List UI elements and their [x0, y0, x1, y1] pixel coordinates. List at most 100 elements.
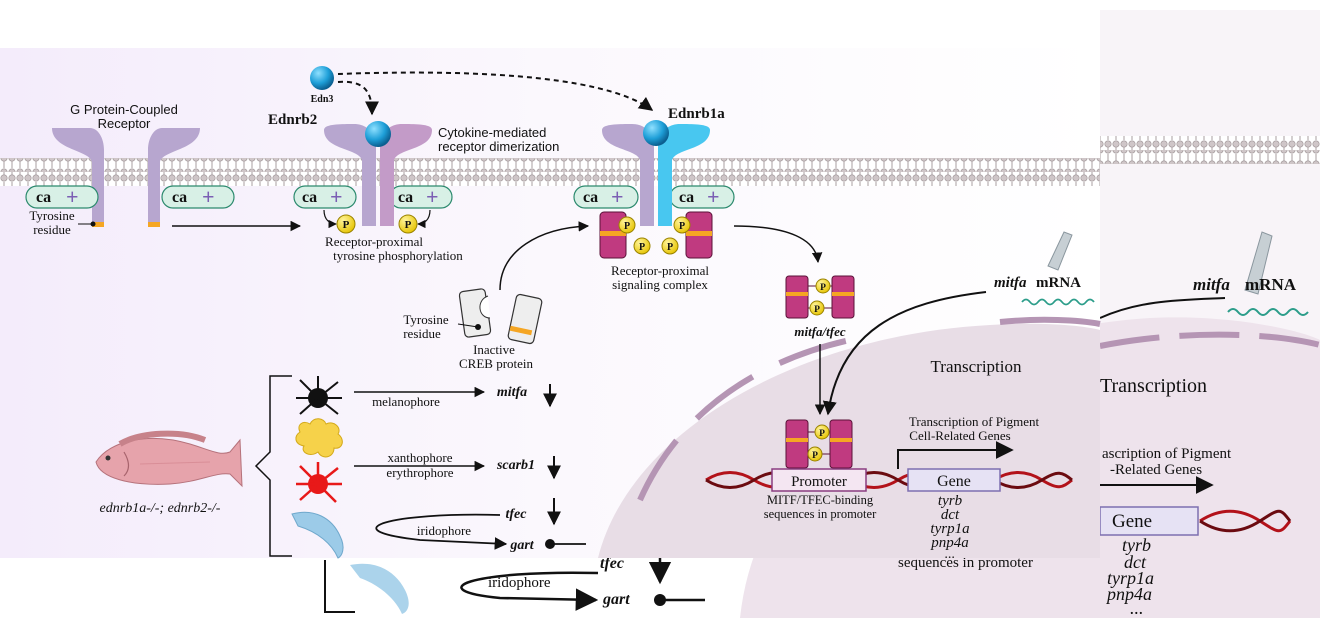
melanophore-cell-icon [296, 376, 342, 415]
gpcr-receptor: G Protein-Coupled Receptor Tyrosine resi… [29, 102, 200, 237]
phospho-icon [618, 216, 636, 234]
pigment-genes-line2: Cell-Related Genes [909, 428, 1010, 443]
plus-icon: + [66, 184, 79, 209]
ca-label: ca [679, 189, 694, 206]
ca-ion: ca + [25, 184, 99, 209]
ghost-gene-pnp4a: pnp4a [1105, 584, 1152, 604]
promoter-region: P P Promoter Gene Transcription of Pigme… [705, 414, 1073, 562]
tyrosine-residue-line2: residue [33, 222, 71, 237]
phospho-icon [398, 214, 418, 234]
phospho-label: P [667, 242, 673, 253]
calcium-ions: ca + ca + ca + ca + ca + [25, 184, 735, 209]
ghost-gart-label: gart [602, 591, 630, 608]
melanophore-label: melanophore [372, 394, 440, 409]
edn3-ball-icon [310, 66, 334, 90]
gpcr-label-line1: G Protein-Coupled [70, 102, 178, 117]
ghost-tfec-label: tfec [600, 555, 624, 572]
ghost-gene-tyrp1a: tyrp1a [1107, 568, 1154, 588]
ednrb2-receptor: Ednrb2 Cytokine-mediated receptor dimeri… [268, 112, 559, 263]
ghost-gene-dct: dct [1124, 552, 1147, 572]
ghost-transcription-label: Transcription [1100, 375, 1207, 397]
ghost-mitfa-label: mitfa [1193, 275, 1230, 294]
phospho-icon [673, 216, 691, 234]
edn3-label: Edn3 [311, 94, 334, 105]
ghost-sequences-label: sequences in promoter [898, 555, 1033, 571]
mutant-fish: ednrb1a-/-; ednrb2-/- [95, 375, 292, 557]
rp-complex-line1: Receptor-proximal [611, 263, 709, 278]
mitfa-label: mitfa [994, 275, 1027, 291]
ghost-gene-label: Gene [1112, 511, 1152, 532]
iridophore-label: iridophore [417, 523, 471, 538]
erythrophore-label: erythrophore [386, 465, 453, 480]
pigment-cells [291, 376, 344, 559]
ca-label: ca [36, 189, 51, 206]
gene-ellipsis: ... [945, 547, 956, 562]
ca-ion: ca + [669, 184, 735, 209]
main-panel: G Protein-Coupled Receptor Tyrosine resi… [0, 48, 1101, 562]
ca-ion: ca + [389, 184, 453, 209]
ghost-iridophore-label: iridophore [488, 575, 551, 591]
phospho-label: P [820, 283, 826, 293]
ca-ion: ca + [573, 184, 639, 209]
gpcr-label-line2: Receptor [98, 116, 151, 131]
gene-tfec-label: tfec [506, 507, 528, 522]
mrna-wave [1021, 298, 1095, 306]
ca-label: ca [583, 189, 598, 206]
plus-icon: + [426, 184, 439, 209]
rp-complex-line2: signaling complex [612, 277, 708, 292]
phospho-icon [809, 300, 825, 316]
plus-icon: + [202, 184, 215, 209]
creb-line2: CREB protein [459, 356, 534, 371]
creb-protein: Tyrosine residue Inactive CREB protein [403, 221, 590, 371]
phospho-label: P [639, 242, 645, 253]
phospho-icon [814, 424, 830, 440]
xanthophore-label: xanthophore [388, 450, 453, 465]
transcription-label: Transcription [931, 357, 1022, 376]
edn3-bound-icon [365, 121, 391, 147]
phospho-icon [336, 214, 356, 234]
edn3-ligand: Edn3 [310, 66, 654, 116]
tilapia-fish-icon [95, 438, 243, 488]
ca-label: ca [302, 189, 317, 206]
ednrb1a-receptor: Ednrb1a P P P P Receptor-proximal signal… [599, 106, 823, 292]
ca-ion: ca + [293, 184, 357, 209]
gene-pnp4a: pnp4a [930, 535, 969, 551]
tyrosine-residue-line1: Tyrosine [29, 208, 75, 223]
rp-phos-line1: Receptor-proximal [325, 234, 423, 249]
rp-phos-line2: tyrosine phosphorylation [333, 248, 463, 263]
phospho-icon [807, 446, 823, 462]
ghost-gene-ellipsis: ... [1130, 598, 1144, 618]
phospho-label: P [819, 429, 825, 439]
ghost-gene-tyrb: tyrb [1122, 535, 1151, 555]
ghost-pigment-line1: ascription of Pigment [1102, 446, 1232, 462]
pigment-pathways: melanophore mitfa xanthophore erythropho… [354, 384, 586, 553]
edn3-bound-icon [643, 120, 669, 146]
phospho-label: P [343, 219, 350, 231]
phospho-label: P [812, 451, 818, 461]
binding-line2: sequences in promoter [764, 507, 877, 521]
ca-label: ca [398, 189, 413, 206]
pigment-genes-line1: Transcription of Pigment [909, 414, 1040, 429]
gene-tyrp1a: tyrp1a [930, 521, 969, 537]
promoter-label: Promoter [791, 474, 847, 490]
iridophore-cell-icon [291, 511, 344, 559]
creb-tyrosine-line2: residue [403, 326, 441, 341]
phospho-label: P [405, 219, 412, 231]
erythrophore-cell-icon [296, 462, 342, 503]
cell-membrane [0, 158, 1100, 186]
ca-ion: ca + [161, 184, 235, 209]
phospho-label: P [814, 305, 820, 315]
bracket [254, 375, 292, 557]
gene-tyrb: tyrb [938, 493, 963, 509]
ednrb1a-label: Ednrb1a [668, 106, 725, 122]
gene-mitfa-label: mitfa [497, 385, 527, 400]
pipette-icon [1047, 231, 1073, 271]
mitfa-mrna: mitfa mRNA [822, 231, 1095, 416]
dna-strand [705, 471, 1073, 489]
ednrb2-label: Ednrb2 [268, 112, 317, 128]
mitfa-tfec-label: mitfa/tfec [794, 324, 845, 339]
creb-line1: Inactive [473, 342, 515, 357]
creb-tyrosine-line1: Tyrosine [403, 312, 449, 327]
phospho-label: P [679, 221, 685, 232]
